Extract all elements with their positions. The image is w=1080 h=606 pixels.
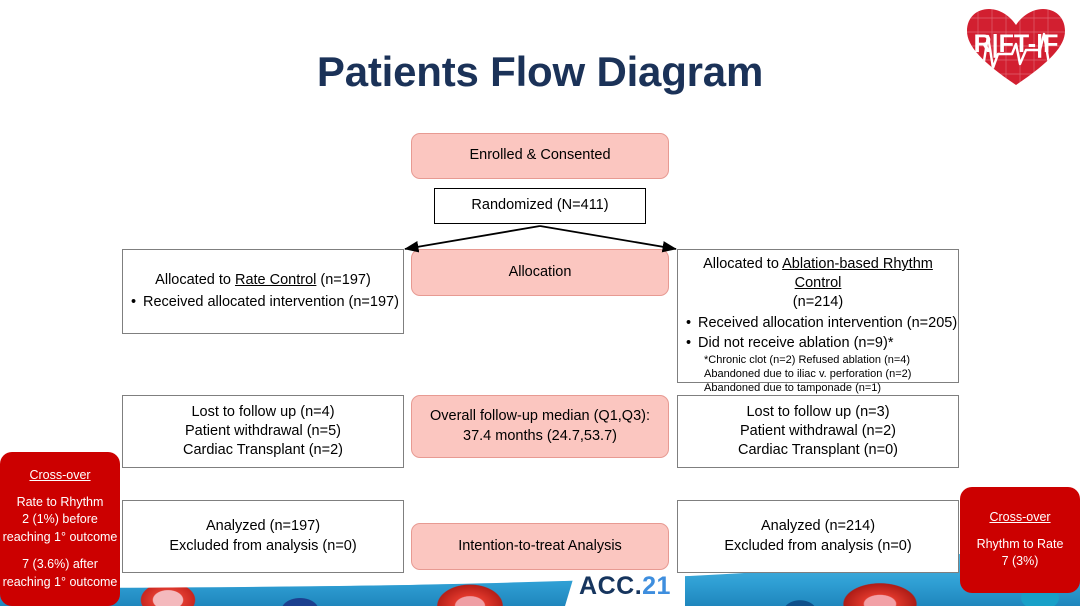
left-followup-line: Patient withdrawal (n=5) bbox=[185, 422, 341, 439]
stage-analysis-box: Intention-to-treat Analysis bbox=[411, 523, 669, 570]
stage-allocation-box: Allocation bbox=[411, 249, 669, 296]
right-followup-line: Lost to follow up (n=3) bbox=[746, 403, 890, 420]
left-analysis-box: Analyzed (n=197) Excluded from analysis … bbox=[122, 500, 404, 573]
enrolled-consented-box: Enrolled & Consented bbox=[411, 133, 669, 179]
right-allocation-heading: Allocated to Ablation-based Rhythm Contr… bbox=[703, 256, 933, 292]
right-analysis-box: Analyzed (n=214) Excluded from analysis … bbox=[677, 500, 959, 573]
page-title: Patients Flow Diagram bbox=[316, 48, 764, 95]
stage-followup-box: Overall follow-up median (Q1,Q3): 37.4 m… bbox=[411, 395, 669, 458]
crossover-left-title: Cross-over bbox=[29, 467, 91, 482]
arrow-randomized-to-left bbox=[404, 225, 541, 253]
crossover-left-line: 2 (1%) before bbox=[22, 512, 98, 527]
right-analysis-line: Analyzed (n=214) bbox=[760, 518, 876, 535]
acc-conference-logo: ACC.21 bbox=[565, 566, 685, 606]
raft-af-logo-text: R|FT-|F bbox=[974, 30, 1059, 58]
left-analysis-line: Excluded from analysis (n=0) bbox=[169, 537, 357, 554]
right-allocation-heading-line2: (n=214) bbox=[792, 294, 844, 311]
followup-median-line2: 37.4 months (24.7,53.7) bbox=[463, 427, 617, 444]
randomized-box: Randomized (N=411) bbox=[434, 188, 646, 224]
left-allocation-heading: Allocated to Rate Control (n=197) bbox=[155, 272, 371, 289]
right-allocation-footnote: *Chronic clot (n=2) Refused ablation (n=… bbox=[704, 353, 911, 366]
crossover-right-callout: Cross-over Rhythm to Rate 7 (3%) bbox=[960, 487, 1080, 593]
followup-median-line1: Overall follow-up median (Q1,Q3): bbox=[430, 408, 650, 425]
crossover-left-callout: Cross-over Rate to Rhythm 2 (1%) before … bbox=[0, 452, 120, 606]
crossover-left-line: 7 (3.6%) after bbox=[22, 556, 98, 571]
crossover-left-line: reaching 1° outcome bbox=[2, 574, 118, 589]
crossover-right-line: Rhythm to Rate bbox=[976, 536, 1064, 551]
left-followup-line: Lost to follow up (n=4) bbox=[191, 403, 335, 420]
stage-analysis-label: Intention-to-treat Analysis bbox=[458, 537, 622, 554]
left-analysis-line: Analyzed (n=197) bbox=[205, 518, 321, 535]
right-allocation-footnote: Abandoned due to tamponade (n=1) bbox=[704, 382, 882, 395]
left-allocation-arm-name: Rate Control bbox=[234, 272, 317, 289]
left-followup-box: Lost to follow up (n=4) Patient withdraw… bbox=[122, 395, 404, 468]
stage-allocation-label: Allocation bbox=[508, 263, 572, 280]
right-allocation-footnote: Abandoned due to iliac v. perforation (n… bbox=[704, 367, 912, 380]
right-followup-line: Patient withdrawal (n=2) bbox=[740, 422, 896, 439]
crossover-right-line: 7 (3%) bbox=[1001, 554, 1039, 569]
crossover-right-title: Cross-over bbox=[989, 509, 1051, 524]
right-allocation-box: Allocated to Ablation-based Rhythm Contr… bbox=[677, 249, 959, 394]
left-followup-line: Cardiac Transplant (n=2) bbox=[183, 442, 343, 459]
left-allocation-bullet: Received allocated intervention (n=197) bbox=[139, 293, 403, 312]
left-allocation-box: Allocated to Rate Control (n=197) Receiv… bbox=[122, 249, 404, 334]
right-followup-box: Lost to follow up (n=3) Patient withdraw… bbox=[677, 395, 959, 468]
acc-logo-year: 21 bbox=[642, 571, 671, 600]
crossover-left-line: reaching 1° outcome bbox=[2, 530, 118, 544]
randomized-label: Randomized (N=411) bbox=[471, 197, 609, 214]
arrow-randomized-to-right bbox=[539, 225, 677, 253]
right-allocation-bullets: Received allocation intervention (n=205)… bbox=[678, 314, 958, 352]
right-allocation-arm-name: Ablation-based Rhythm Control bbox=[782, 256, 933, 292]
right-followup-line: Cardiac Transplant (n=0) bbox=[738, 442, 898, 459]
crossover-left-line: Rate to Rhythm bbox=[16, 494, 104, 509]
left-allocation-bullets: Received allocated intervention (n=197) bbox=[123, 293, 403, 312]
acc-logo-primary: ACC. bbox=[579, 571, 643, 600]
right-allocation-bullet: Received allocation intervention (n=205) bbox=[694, 314, 958, 333]
enrolled-consented-label: Enrolled & Consented bbox=[469, 147, 611, 164]
right-analysis-line: Excluded from analysis (n=0) bbox=[724, 537, 912, 554]
right-allocation-bullet: Did not receive ablation (n=9)* bbox=[694, 334, 958, 353]
raft-af-heart-logo: R|FT-|F bbox=[967, 9, 1065, 85]
